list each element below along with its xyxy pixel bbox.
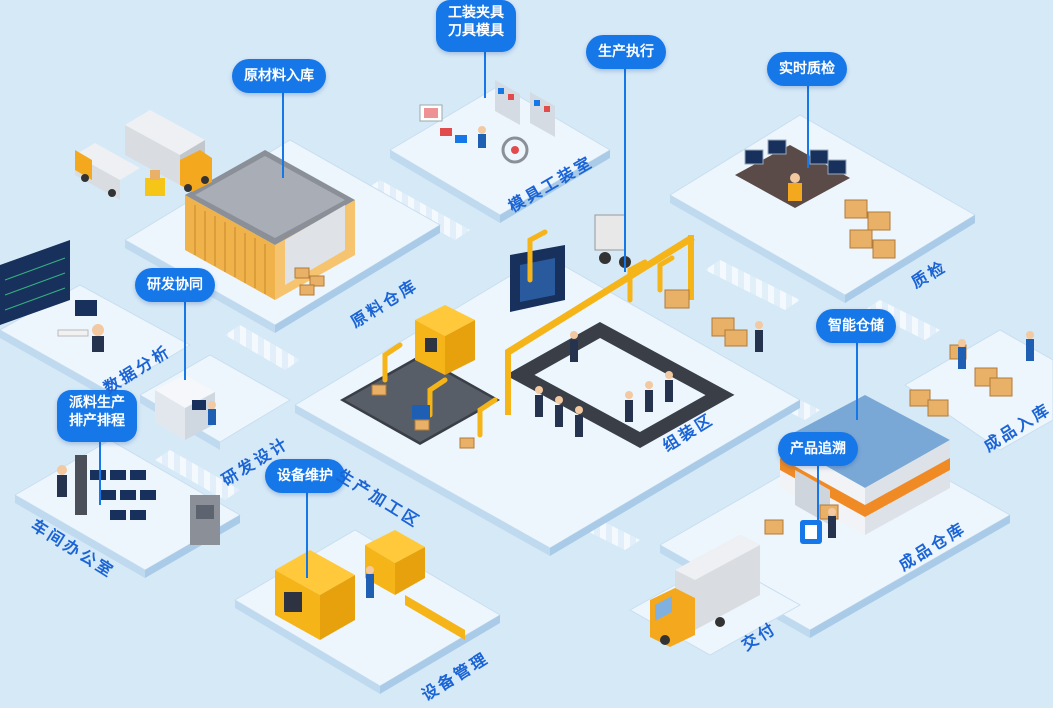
callout-equipment-maintenance: 设备维护 xyxy=(265,459,345,493)
rd-machine xyxy=(155,375,216,440)
qc-workstation xyxy=(735,139,896,259)
callout-fixture-tools: 工装夹具 刀具模具 xyxy=(436,0,516,52)
callout-raw-material-in: 原材料入库 xyxy=(232,59,326,93)
office-workstations xyxy=(57,455,220,545)
callout-realtime-qc: 实时质检 xyxy=(767,52,847,86)
callout-rd-collaboration: 研发协同 xyxy=(135,268,215,302)
callout-fixture-tools-line1: 工装夹具 xyxy=(448,5,504,21)
assembly-line xyxy=(505,214,763,448)
equipment-machines xyxy=(275,530,465,640)
callout-dispatch-line2: 排产排程 xyxy=(69,413,125,429)
callout-dispatch-scheduling: 派料生产 排产排程 xyxy=(57,390,137,442)
finished-warehouse-building xyxy=(764,331,1034,544)
raw-warehouse-building xyxy=(185,150,355,300)
callout-production-execution: 生产执行 xyxy=(586,35,666,69)
callout-product-trace: 产品追溯 xyxy=(778,432,858,466)
callout-connectors xyxy=(99,43,858,578)
callout-fixture-tools-line2: 刀具模具 xyxy=(448,23,504,39)
platform-finished-in xyxy=(904,329,1053,451)
callout-smart-storage: 智能仓储 xyxy=(816,309,896,343)
delivery-truck xyxy=(650,535,760,647)
callout-dispatch-line1: 派料生产 xyxy=(69,395,125,411)
production-line xyxy=(340,305,500,449)
inbound-trucks xyxy=(75,110,212,200)
data-wall-screens xyxy=(0,240,104,352)
mold-room-equipment xyxy=(419,80,555,164)
